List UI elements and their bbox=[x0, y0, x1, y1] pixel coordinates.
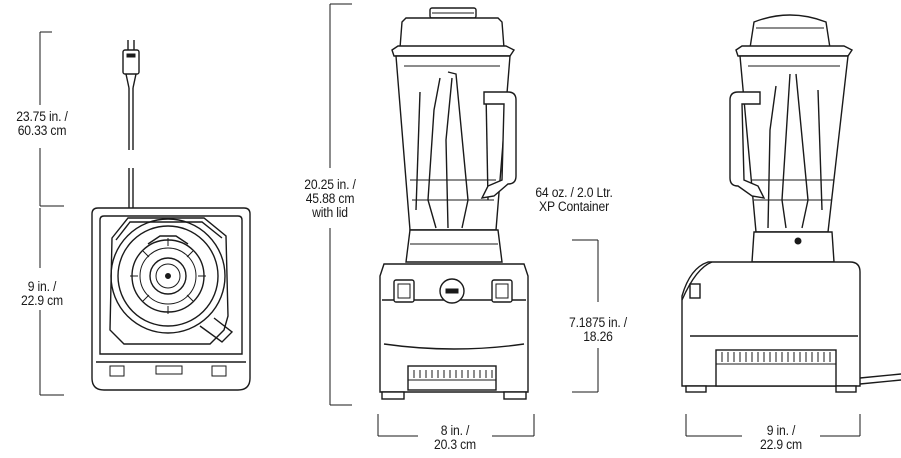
base-height-dimension-line bbox=[572, 239, 599, 393]
base-depth-dimension-line bbox=[39, 208, 64, 396]
blender-front-view bbox=[379, 7, 529, 400]
front-width-dimension-line bbox=[377, 414, 535, 437]
cord-dimension-line bbox=[39, 31, 64, 207]
container-label: 64 oz. / 2.0 Ltr. XP Container bbox=[535, 185, 613, 214]
power-cord bbox=[128, 88, 134, 208]
front-width-label: 8 in. / 20.3 cm bbox=[434, 423, 476, 452]
total-height-dimension-line bbox=[329, 3, 352, 406]
cord-length-label: 23.75 in. / 60.33 cm bbox=[16, 109, 68, 138]
power-cord-plug bbox=[122, 40, 140, 89]
side-width-dimension-line bbox=[685, 414, 861, 437]
side-width-label: 9 in. / 22.9 cm bbox=[760, 423, 802, 452]
base-height-label: 7.1875 in. / 18.26 bbox=[569, 315, 627, 344]
total-height-label: 20.25 in. / 45.88 cm with lid bbox=[304, 177, 356, 220]
base-depth-label: 9 in. / 22.9 cm bbox=[21, 279, 63, 308]
blender-top-view bbox=[91, 207, 251, 391]
blender-side-view bbox=[681, 14, 901, 393]
